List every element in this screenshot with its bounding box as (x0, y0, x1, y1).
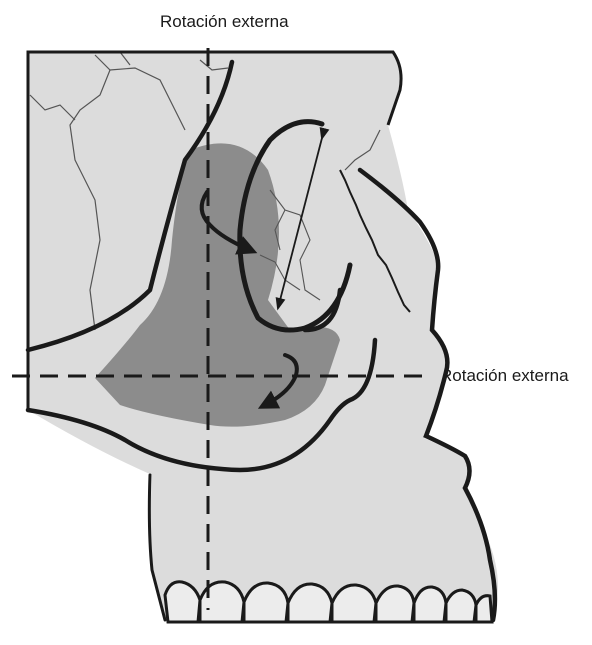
diagram-stage: Rotación externa Rotación externa (0, 0, 592, 645)
skull-illustration (0, 0, 592, 645)
